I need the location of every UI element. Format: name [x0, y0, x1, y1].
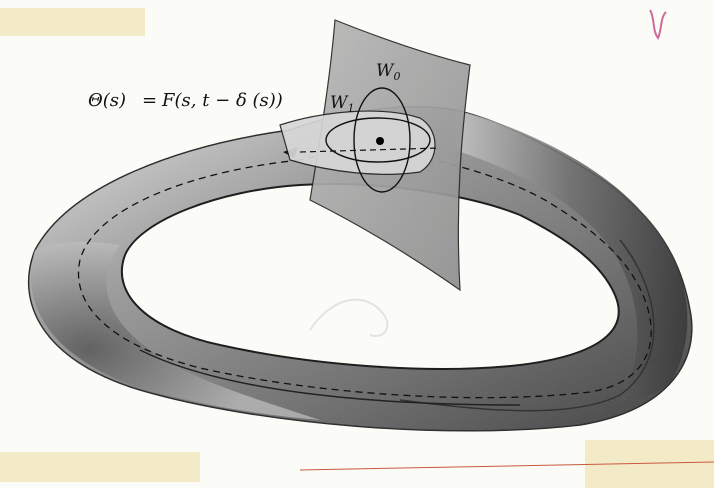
equation-rhs: F(s, t − δ (s))	[161, 90, 283, 111]
equation-lhs: Θ(s)	[88, 90, 126, 111]
equation-equals: =	[142, 90, 157, 111]
tape-bottom-left	[0, 452, 200, 482]
fixed-point	[376, 137, 384, 145]
tape-top-left	[0, 8, 145, 36]
